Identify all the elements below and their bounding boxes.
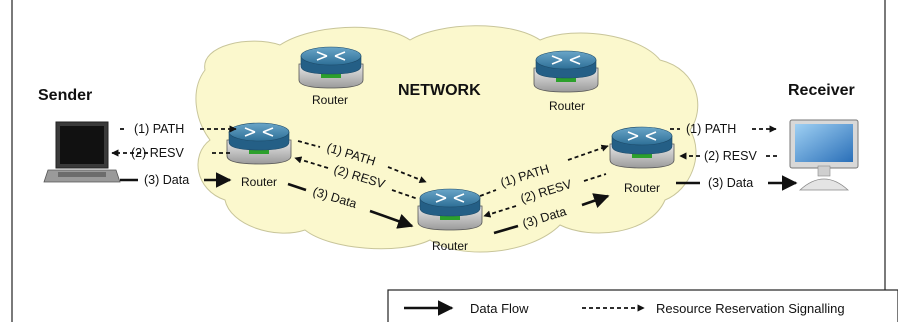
sender-label: Sender xyxy=(38,87,92,104)
legend: Data Flow Resource Reservation Signallin… xyxy=(387,289,898,322)
link-sender-router: (1) PATH (2) RESV (3) Data xyxy=(111,122,237,188)
monitor-icon xyxy=(789,119,859,191)
router-icon xyxy=(533,50,599,93)
path-label: (1) PATH xyxy=(134,122,184,136)
laptop-icon xyxy=(43,121,121,183)
router-icon xyxy=(298,46,364,89)
receiver-label: Receiver xyxy=(788,82,855,99)
data-label: (3) Data xyxy=(708,176,753,190)
data-label: (3) Data xyxy=(144,173,189,187)
router-icon xyxy=(609,126,675,169)
router-icon xyxy=(417,188,483,231)
resv-label: (2) RESV xyxy=(704,149,757,163)
router-label: Router xyxy=(241,175,277,189)
legend-data-flow: Data Flow xyxy=(470,301,529,316)
router-icon xyxy=(226,122,292,165)
router-label: Router xyxy=(312,93,348,107)
legend-signalling: Resource Reservation Signalling xyxy=(656,301,845,316)
resv-label: (2) RESV xyxy=(131,146,184,160)
router-label: Router xyxy=(549,99,585,113)
link-router-receiver: (1) PATH (2) RESV (3) Data xyxy=(670,122,798,191)
router-label: Router xyxy=(432,239,468,253)
network-label: NETWORK xyxy=(398,82,481,99)
path-label: (1) PATH xyxy=(686,122,736,136)
router-label: Router xyxy=(624,181,660,195)
